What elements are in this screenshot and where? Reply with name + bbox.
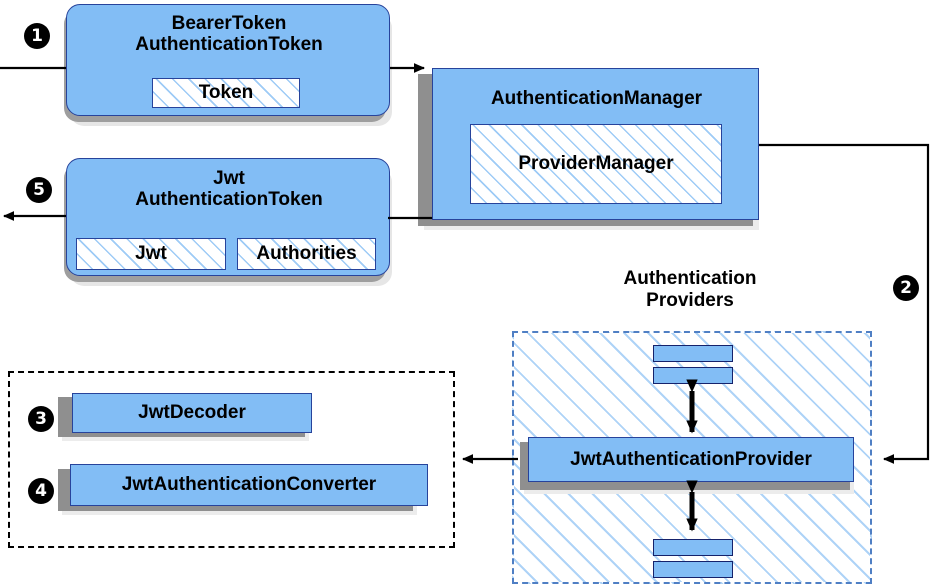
provider-manager-label: ProviderManager	[518, 153, 674, 174]
step-badge-5: 5	[26, 177, 52, 203]
provider-manager-field[interactable]: ProviderManager	[470, 124, 722, 204]
bearer-token-title: BearerToken AuthenticationToken	[135, 13, 323, 56]
provider-stub-top-1	[653, 345, 733, 362]
step-badge-3: 3	[28, 406, 54, 432]
provider-stub-bottom-1	[653, 539, 733, 556]
step-badge-2: 2	[893, 275, 919, 301]
jwt-token-field-jwt-label: Jwt	[135, 243, 167, 264]
authentication-providers-group-label: Authentication Providers	[623, 268, 757, 311]
jwt-authentication-converter-label: JwtAuthenticationConverter	[121, 474, 377, 496]
jwt-token-title: Jwt AuthenticationToken	[135, 168, 323, 211]
bearer-token-field-token[interactable]: Token	[152, 78, 300, 108]
step-badge-1: 1	[24, 23, 50, 49]
jwt-authentication-provider-box[interactable]: JwtAuthenticationProvider	[528, 437, 854, 482]
jwt-token-field-jwt[interactable]: Jwt	[76, 238, 226, 270]
jwt-token-field-authorities-label: Authorities	[256, 243, 357, 264]
jwt-decoder-box[interactable]: JwtDecoder	[72, 393, 312, 433]
step-badge-4: 4	[28, 478, 54, 504]
jwt-token-field-authorities[interactable]: Authorities	[237, 238, 376, 270]
provider-stub-bottom-2	[653, 561, 733, 578]
jwt-authentication-converter-box[interactable]: JwtAuthenticationConverter	[70, 464, 428, 506]
authentication-manager-title: AuthenticationManager	[490, 88, 703, 109]
bearer-token-field-token-label: Token	[198, 82, 254, 103]
provider-stub-top-2	[653, 367, 733, 384]
jwt-authentication-provider-label: JwtAuthenticationProvider	[570, 448, 812, 470]
jwt-decoder-label: JwtDecoder	[138, 402, 246, 424]
